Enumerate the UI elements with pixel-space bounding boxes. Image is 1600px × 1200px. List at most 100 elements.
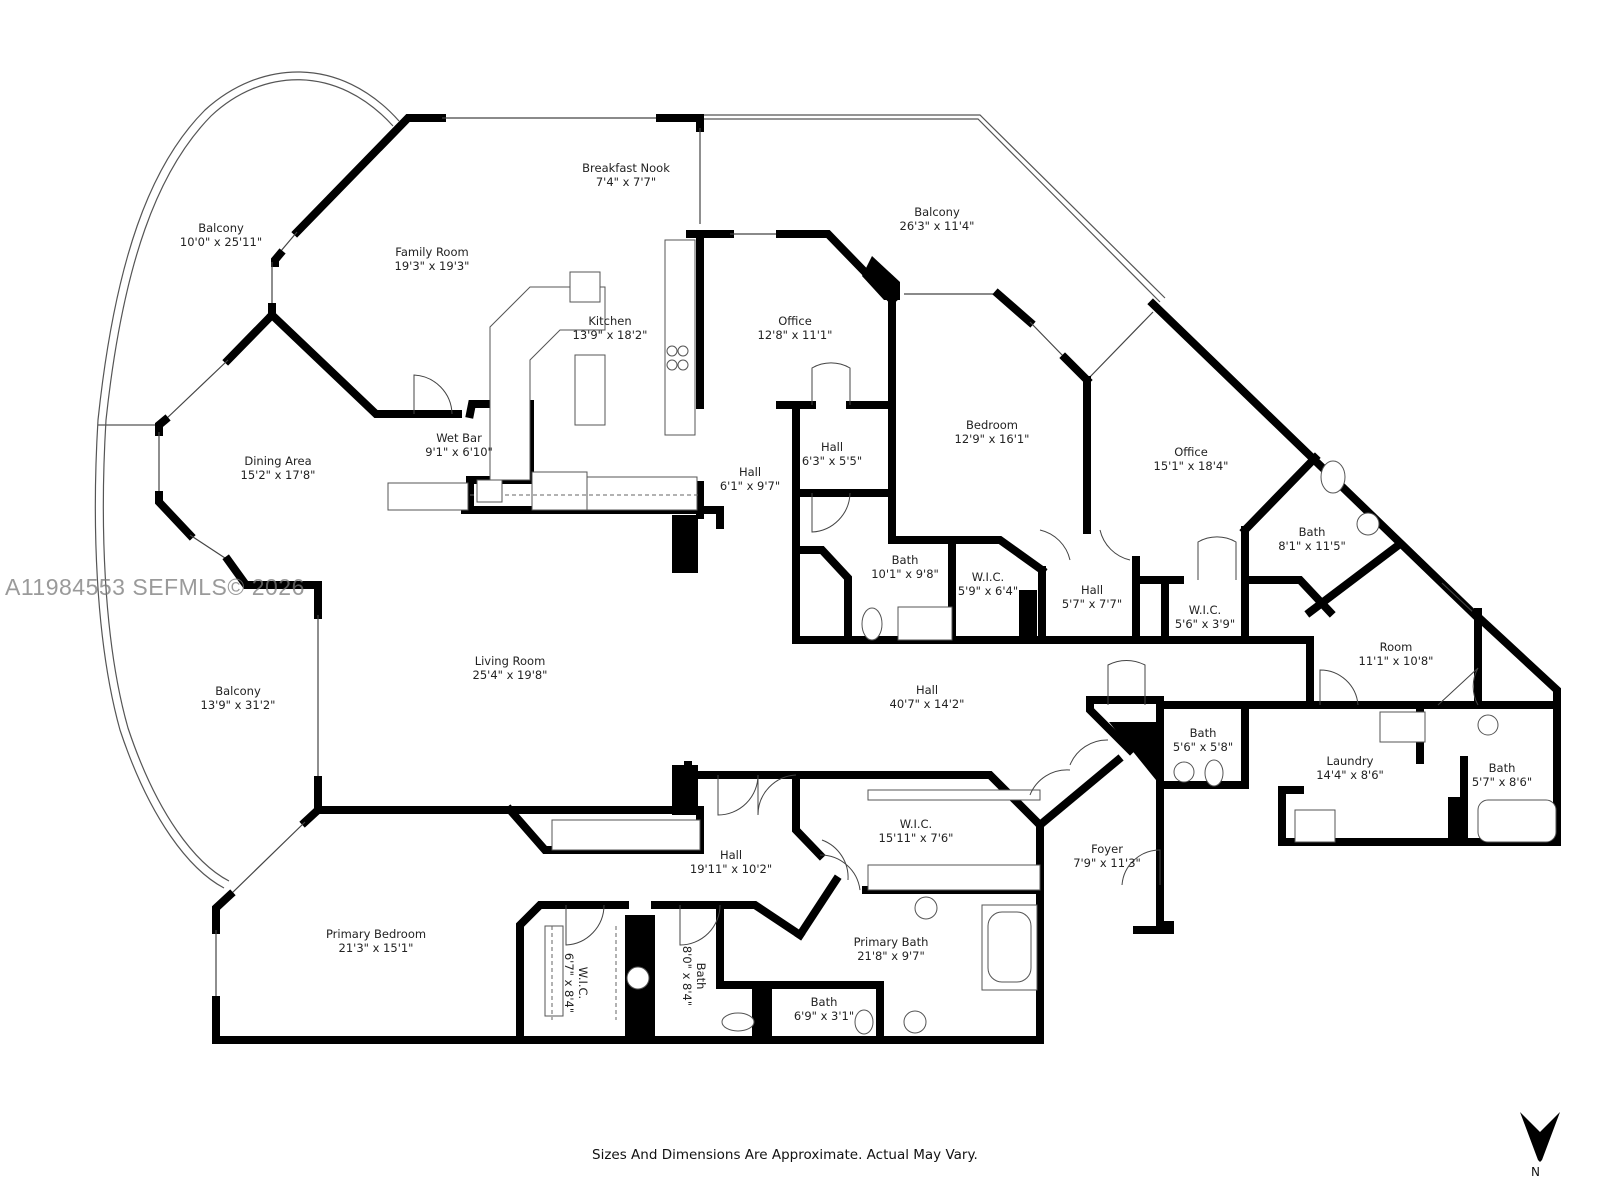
room-name: Office: [778, 314, 812, 328]
room-dimensions: 15'1" x 18'4": [1153, 459, 1229, 473]
room-dimensions: 13'9" x 18'2": [572, 328, 648, 342]
room-name: Hall: [915, 683, 939, 697]
room-name: W.I.C.: [576, 966, 590, 1000]
room-name: Bedroom: [965, 418, 1019, 432]
room-dimensions: 6'7" x 8'4": [562, 952, 576, 1014]
room-name: Room: [1379, 640, 1413, 654]
compass-north-label: N: [1531, 1165, 1540, 1179]
room-label-bath-1: Bath 10'1" x 9'8": [871, 553, 939, 581]
room-dimensions: 7'4" x 7'7": [595, 175, 657, 189]
room-label-laundry: Laundry 14'4" x 8'6": [1316, 754, 1384, 782]
room-dimensions: 6'1" x 9'7": [719, 479, 781, 493]
room-label-bath-5: Bath 8'0" x 8'4": [680, 946, 708, 1006]
room-label-breakfast-nook: Breakfast Nook 7'4" x 7'7": [582, 161, 670, 189]
room-dimensions: 15'2" x 17'8": [240, 468, 316, 482]
room-dimensions: 11'1" x 10'8": [1358, 654, 1434, 668]
room-name: W.I.C.: [971, 570, 1005, 584]
room-dimensions: 19'11" x 10'2": [689, 862, 773, 876]
room-label-office-1: Office 12'8" x 11'1": [758, 314, 833, 342]
room-name: Laundry: [1326, 754, 1374, 768]
room-dimensions: 40'7" x 14'2": [889, 697, 965, 711]
room-dimensions: 15'11" x 7'6": [878, 831, 954, 845]
room-dimensions: 5'6" x 5'8": [1172, 740, 1234, 754]
room-label-hall-kitchen: Hall 6'1" x 9'7": [720, 465, 780, 493]
bath-fixtures: [544, 460, 1557, 1035]
room-name: Foyer: [1091, 842, 1123, 856]
structural-columns: [625, 256, 1464, 1040]
room-name: Bath: [891, 553, 919, 567]
door-swings: [413, 362, 1479, 946]
room-label-wic-3: W.I.C. 6'7" x 8'4": [562, 953, 590, 1013]
room-dimensions: 12'8" x 11'1": [757, 328, 833, 342]
room-label-hall-small: Hall 6'3" x 5'5": [802, 440, 862, 468]
room-label-balcony-north: Balcony 26'3" x 11'4": [900, 205, 975, 233]
room-label-hall-bedroom: Hall 5'7" x 7'7": [1062, 583, 1122, 611]
mls-watermark: A11984553 SEFMLS© 2026: [5, 574, 305, 600]
room-name: Bath: [1189, 726, 1217, 740]
room-label-wic-2: W.I.C. 5'6" x 3'9": [1175, 603, 1235, 631]
room-dimensions: 6'9" x 3'1": [793, 1009, 855, 1023]
north-arrow-icon: [1520, 1112, 1560, 1162]
room-dimensions: 8'1" x 11'5": [1278, 539, 1346, 553]
room-label-balcony-west: Balcony 13'9" x 31'2": [201, 684, 276, 712]
room-name: Living Room: [474, 654, 546, 668]
room-name: Office: [1174, 445, 1208, 459]
room-name: Wet Bar: [436, 431, 482, 445]
kitchen-fixtures: [387, 239, 700, 511]
room-label-balcony-northwest: Balcony 10'0" x 25'11": [180, 221, 262, 249]
room-label-bedroom: Bedroom 12'9" x 16'1": [955, 418, 1030, 446]
room-label-wet-bar: Wet Bar 9'1" x 6'10": [425, 431, 493, 459]
room-dimensions: 6'3" x 5'5": [801, 454, 863, 468]
room-label-primary-bedroom: Primary Bedroom 21'3" x 15'1": [326, 927, 426, 955]
room-dimensions: 13'9" x 31'2": [200, 698, 276, 712]
room-dimensions: 19'3" x 19'3": [394, 259, 470, 273]
room-dimensions: 7'9" x 11'3": [1073, 856, 1141, 870]
room-dimensions: 5'9" x 6'4": [957, 584, 1019, 598]
room-name: Bath: [810, 995, 838, 1009]
room-name: Hall: [1080, 583, 1104, 597]
room-label-wic-primary: W.I.C. 15'11" x 7'6": [879, 817, 954, 845]
room-dimensions: 10'1" x 9'8": [871, 567, 939, 581]
room-label-bath-6: Bath 6'9" x 3'1": [794, 995, 854, 1023]
room-name: Balcony: [914, 205, 960, 219]
room-dimensions: 5'7" x 8'6": [1471, 775, 1533, 789]
room-name: W.I.C.: [1188, 603, 1222, 617]
balcony-railing-north: [700, 114, 1166, 303]
room-label-dining-area: Dining Area 15'2" x 17'8": [241, 454, 316, 482]
room-dimensions: 10'0" x 25'11": [179, 235, 263, 249]
room-label-office-2: Office 15'1" x 18'4": [1154, 445, 1229, 473]
room-label-bath-4: Bath 5'7" x 8'6": [1472, 761, 1532, 789]
room-dimensions: 14'4" x 8'6": [1316, 768, 1384, 782]
room-label-room: Room 11'1" x 10'8": [1359, 640, 1434, 668]
room-name: Breakfast Nook: [582, 161, 670, 175]
room-name: Hall: [820, 440, 844, 454]
room-dimensions: 21'8" x 9'7": [857, 949, 925, 963]
room-label-hall-primary: Hall 19'11" x 10'2": [690, 848, 772, 876]
room-dimensions: 21'3" x 15'1": [338, 941, 414, 955]
room-name: Hall: [738, 465, 762, 479]
room-name: Primary Bath: [853, 935, 929, 949]
room-label-bath-2: Bath 8'1" x 11'5": [1278, 525, 1346, 553]
room-label-wic-1: W.I.C. 5'9" x 6'4": [958, 570, 1018, 598]
room-label-primary-bath: Primary Bath 21'8" x 9'7": [854, 935, 929, 963]
room-name: Balcony: [198, 221, 244, 235]
room-name: W.I.C.: [899, 817, 933, 831]
room-name: Bath: [1488, 761, 1516, 775]
room-name: Kitchen: [588, 314, 632, 328]
dimensions-disclaimer: Sizes And Dimensions Are Approximate. Ac…: [592, 1147, 978, 1163]
room-name: Bath: [694, 962, 708, 990]
room-dimensions: 8'0" x 8'4": [680, 945, 694, 1007]
room-dimensions: 26'3" x 11'4": [899, 219, 975, 233]
room-label-family-room: Family Room 19'3" x 19'3": [395, 245, 470, 273]
room-dimensions: 25'4" x 19'8": [472, 668, 548, 682]
room-name: Primary Bedroom: [325, 927, 427, 941]
room-name: Hall: [719, 848, 743, 862]
balcony-railing-northwest: [94, 71, 400, 889]
room-dimensions: 5'6" x 3'9": [1174, 617, 1236, 631]
room-dimensions: 9'1" x 6'10": [425, 445, 493, 459]
room-dimensions: 5'7" x 7'7": [1061, 597, 1123, 611]
room-name: Dining Area: [244, 454, 312, 468]
room-label-hall-main: Hall 40'7" x 14'2": [890, 683, 965, 711]
room-label-bath-3: Bath 5'6" x 5'8": [1173, 726, 1233, 754]
